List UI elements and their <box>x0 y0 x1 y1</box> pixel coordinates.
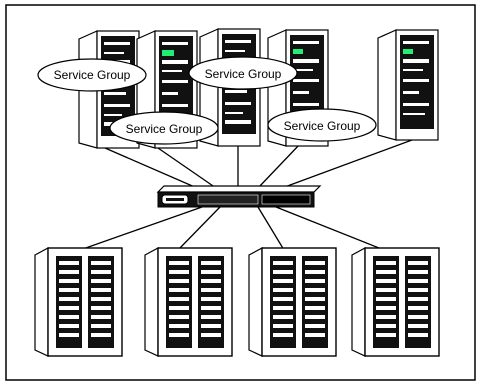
network-switch <box>156 185 322 208</box>
storage-array-4 <box>351 246 440 357</box>
service-group-label: Service Group <box>205 67 282 81</box>
service-group-label: Service Group <box>284 119 361 133</box>
storage-array-1 <box>34 246 123 357</box>
service-group-bubble-1: Service Group <box>37 58 147 92</box>
storage-array-2 <box>144 246 233 357</box>
service-group-bubble-2: Service Group <box>188 56 298 90</box>
server-5 <box>377 29 439 141</box>
storage-links <box>79 206 385 251</box>
storage-array-3 <box>248 246 337 357</box>
service-group-label: Service Group <box>126 122 203 136</box>
service-group-bubble-4: Service Group <box>267 108 377 142</box>
service-group-bubble-3: Service Group <box>109 111 219 145</box>
service-group-label: Service Group <box>54 68 131 82</box>
server-links <box>104 139 413 189</box>
